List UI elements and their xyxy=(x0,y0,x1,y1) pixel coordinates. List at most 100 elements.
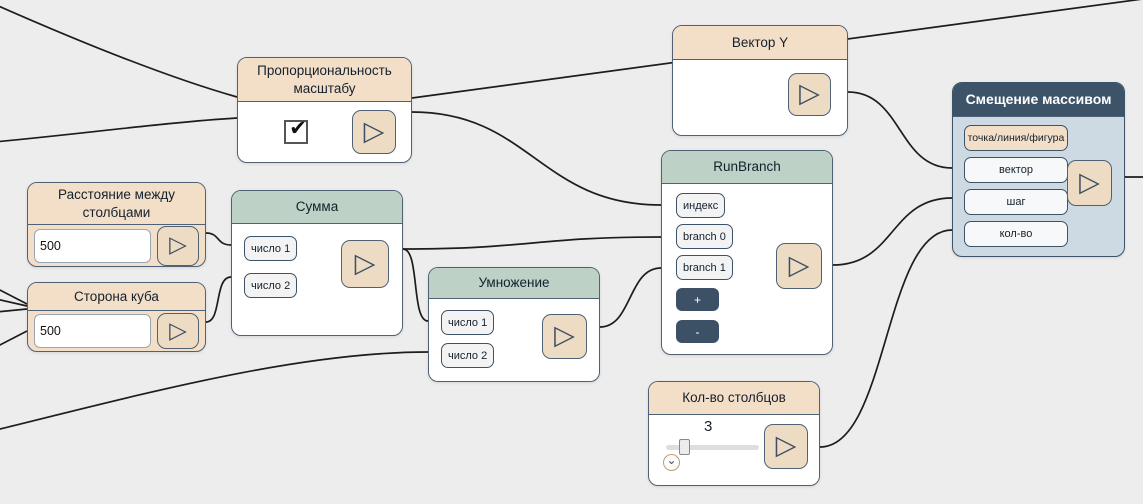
input-port-number-1[interactable]: число 1 xyxy=(441,310,495,335)
node-body: ✔ ▷ xyxy=(238,102,411,162)
play-button[interactable]: ▷ xyxy=(542,314,587,359)
node-distance-between-columns[interactable]: Расстояние между столбцами ▷ xyxy=(27,182,206,267)
node-body: индекс branch 0 branch 1 + - ▷ xyxy=(662,184,832,354)
node-title: Сумма xyxy=(295,199,339,215)
node-array-offset[interactable]: Смещение массивом точка/линия/фигура век… xyxy=(952,82,1125,257)
play-button[interactable]: ▷ xyxy=(776,243,822,289)
node-header: Сторона куба xyxy=(28,283,205,311)
node-header: Вектор Y xyxy=(673,26,847,60)
play-button[interactable]: ▷ xyxy=(157,225,199,266)
node-sum[interactable]: Сумма число 1 число 2 ▷ xyxy=(231,190,403,336)
node-runbranch[interactable]: RunBranch индекс branch 0 branch 1 + - ▷ xyxy=(661,150,833,355)
input-port-number-2[interactable]: число 2 xyxy=(441,343,495,368)
node-title: Вектор Y xyxy=(731,34,789,50)
edge-columns-count-output--array-offset-count xyxy=(819,229,953,448)
node-body: число 1 число 2 ▷ xyxy=(232,224,402,335)
play-icon: ▷ xyxy=(1079,166,1100,197)
node-header: Сумма xyxy=(232,191,402,224)
play-button[interactable]: ▷ xyxy=(341,240,389,288)
input-port-point-line-figure[interactable]: точка/линия/фигура xyxy=(964,125,1068,151)
node-multiply[interactable]: Умножение число 1 число 2 ▷ xyxy=(428,267,600,382)
distance-value-input[interactable] xyxy=(34,228,151,263)
play-button[interactable]: ▷ xyxy=(352,110,396,154)
node-title: Смещение массивом xyxy=(965,91,1112,108)
edge-offscreen-left--cube-side-left xyxy=(0,299,28,307)
node-title: Сторона куба xyxy=(74,288,159,304)
port-label: число 2 xyxy=(251,279,291,292)
play-button[interactable]: ▷ xyxy=(788,73,831,116)
remove-branch-button[interactable]: - xyxy=(676,320,719,343)
cube-side-value-input[interactable] xyxy=(34,314,151,348)
play-icon: ▷ xyxy=(169,231,187,257)
port-label: шаг xyxy=(1006,196,1026,208)
node-title: Пропорциональность масштабу xyxy=(257,62,392,96)
edge-offscreen-left--cube-side-left xyxy=(0,289,28,305)
node-columns-count[interactable]: Кол-во столбцов 3 ⌄ ▷ xyxy=(648,381,820,486)
slider-thumb[interactable] xyxy=(679,439,690,455)
edge-sum-output--multiply-number-1 xyxy=(402,248,429,322)
port-label: кол-во xyxy=(999,228,1033,240)
checkmark-icon: ✔ xyxy=(289,116,307,140)
node-header: Кол-во столбцов xyxy=(649,382,819,415)
add-branch-label: + xyxy=(693,292,701,307)
proportionality-checkbox[interactable]: ✔ xyxy=(284,117,308,144)
node-header: Смещение массивом xyxy=(953,83,1124,117)
input-port-count[interactable]: кол-во xyxy=(964,221,1068,247)
play-button[interactable]: ▷ xyxy=(1067,160,1112,206)
play-icon: ▷ xyxy=(799,78,820,108)
input-port-branch-0[interactable]: branch 0 xyxy=(676,224,733,249)
input-port-branch-1[interactable]: branch 1 xyxy=(676,255,733,280)
input-port-number-1[interactable]: число 1 xyxy=(244,236,298,261)
node-header: RunBranch xyxy=(662,151,832,184)
play-icon: ▷ xyxy=(775,430,797,460)
node-body: ▷ xyxy=(28,311,205,351)
columns-slider[interactable] xyxy=(666,439,759,455)
slider-value: 3 xyxy=(704,418,713,435)
port-label: число 2 xyxy=(448,349,488,362)
edge-offscreen-bottom-left--multiply-number-2 xyxy=(0,351,429,430)
input-port-vector[interactable]: вектор xyxy=(964,157,1068,183)
play-icon: ▷ xyxy=(363,115,385,146)
node-header: Пропорциональность масштабу xyxy=(238,58,411,102)
edge-distance-output--sum-number-1 xyxy=(205,232,232,246)
edge-offscreen-top-left--proportionality-input-1 xyxy=(0,5,238,98)
edge-offscreen-left--proportionality-input-2 xyxy=(0,117,238,143)
edge-sum-output--runbranch-branch-0 xyxy=(402,236,662,250)
edge-runbranch-output--array-offset-step xyxy=(832,197,953,266)
node-header: Умножение xyxy=(429,268,599,299)
node-title: Кол-во столбцов xyxy=(682,390,786,406)
edge-multiply-output--runbranch-branch-1 xyxy=(599,267,662,328)
input-port-number-2[interactable]: число 2 xyxy=(244,273,298,298)
node-title: Расстояние между столбцами xyxy=(58,186,175,220)
add-branch-button[interactable]: + xyxy=(676,288,719,311)
play-icon: ▷ xyxy=(169,316,187,343)
edge-offscreen-left--cube-side-left xyxy=(0,330,28,346)
play-button[interactable]: ▷ xyxy=(764,424,808,469)
node-proportionality[interactable]: Пропорциональность масштабу ✔ ▷ xyxy=(237,57,412,163)
input-port-index[interactable]: индекс xyxy=(676,193,726,218)
port-label: branch 1 xyxy=(683,261,726,274)
collapse-button[interactable]: ⌄ xyxy=(663,454,680,471)
port-label: вектор xyxy=(999,164,1033,176)
port-label: branch 0 xyxy=(683,230,726,243)
port-label: число 1 xyxy=(251,242,291,255)
edge-offscreen-left--cube-side-left xyxy=(0,308,28,313)
port-label: точка/линия/фигура xyxy=(967,132,1065,144)
port-label: индекс xyxy=(683,199,719,212)
play-icon: ▷ xyxy=(788,249,810,280)
edge-cube-side-output--sum-number-2 xyxy=(205,276,232,323)
node-header: Расстояние между столбцами xyxy=(28,183,205,225)
input-port-step[interactable]: шаг xyxy=(964,189,1068,215)
node-title: Умножение xyxy=(478,275,550,291)
play-icon: ▷ xyxy=(354,247,376,278)
node-body: число 1 число 2 ▷ xyxy=(429,299,599,381)
remove-branch-label: - xyxy=(695,324,700,339)
port-label: число 1 xyxy=(448,316,488,329)
node-cube-side[interactable]: Сторона куба ▷ xyxy=(27,282,206,352)
node-title: RunBranch xyxy=(713,159,781,175)
node-vector-y[interactable]: Вектор Y ▷ xyxy=(672,25,848,136)
edge-vector-y-output--array-offset-vector xyxy=(847,91,953,169)
edge-proportionality-output--runbranch-index xyxy=(411,111,662,206)
play-button[interactable]: ▷ xyxy=(157,313,199,349)
